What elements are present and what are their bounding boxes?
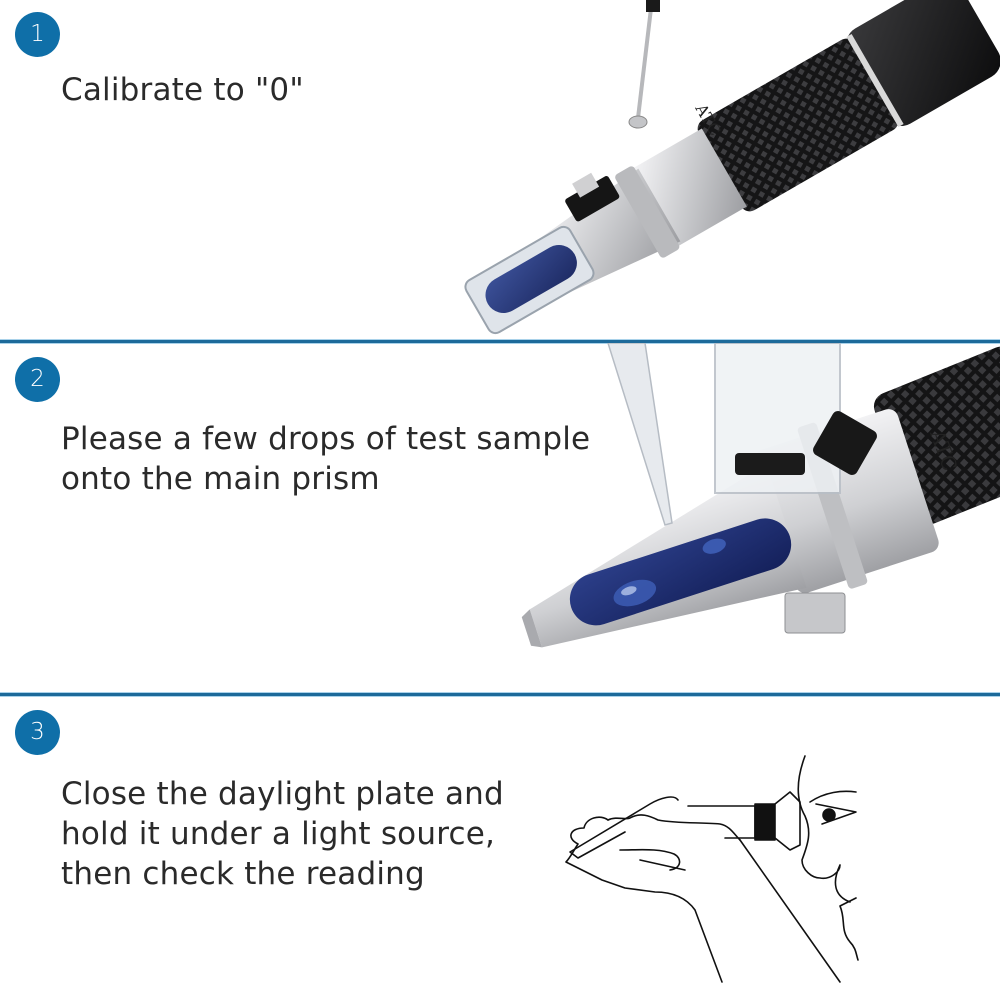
step-caption: Close the daylight plate and hold it und… [61,776,504,892]
section-divider [0,340,1000,343]
section-divider [0,693,1000,696]
refractometer-sample-photo: ATC [500,343,1000,693]
step-1: 1 Calibrate to "0" [0,0,1000,340]
step-number-badge: 2 [15,357,60,402]
step-number-badge: 1 [15,12,60,57]
refractometer-calibration-photo: ATC [420,0,1000,335]
step-caption: Please a few drops of test sample onto t… [61,421,591,497]
person-using-refractometer-sketch [550,720,870,1000]
step-2: 2 Please a few drops of test sample onto… [0,343,1000,693]
step-3: 3 Close the daylight plate and hold it u… [0,696,1000,1000]
step-number-badge: 3 [15,710,60,755]
step-caption: Calibrate to "0" [61,72,304,108]
